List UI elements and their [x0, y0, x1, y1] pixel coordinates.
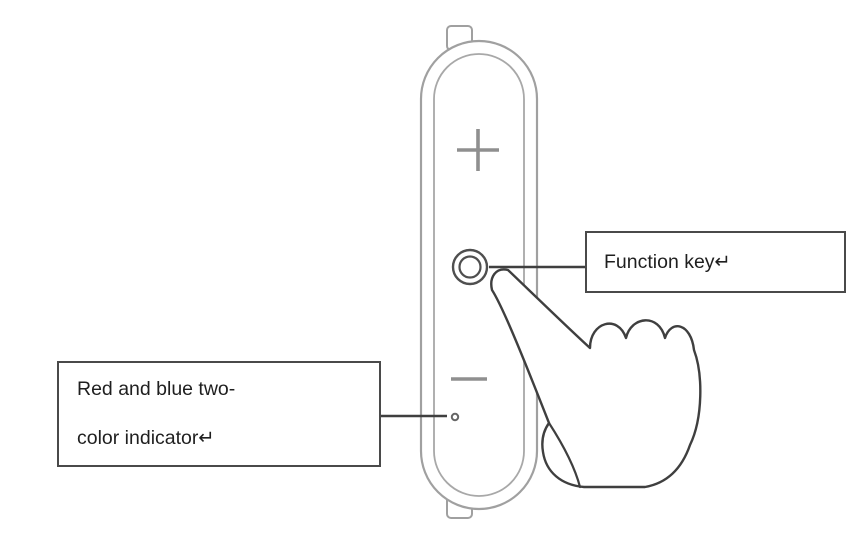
hand-outline: [490, 268, 702, 489]
function-key-label: Function key↵: [604, 251, 731, 273]
indicator-label-line2: color indicator↵: [77, 427, 215, 449]
indicator-led: [450, 412, 460, 422]
pointing-hand-illustration: [490, 268, 702, 489]
function-key-label-box: Function key↵: [585, 231, 846, 293]
function-key-button: [451, 248, 489, 286]
indicator-label-box: Red and blue two- color indicator↵: [57, 361, 381, 467]
plus-icon: [457, 129, 499, 171]
thumb-fold-line: [547, 421, 582, 489]
function-key-inner-ring: [458, 255, 482, 279]
indicator-label-line1: Red and blue two-: [77, 378, 236, 400]
